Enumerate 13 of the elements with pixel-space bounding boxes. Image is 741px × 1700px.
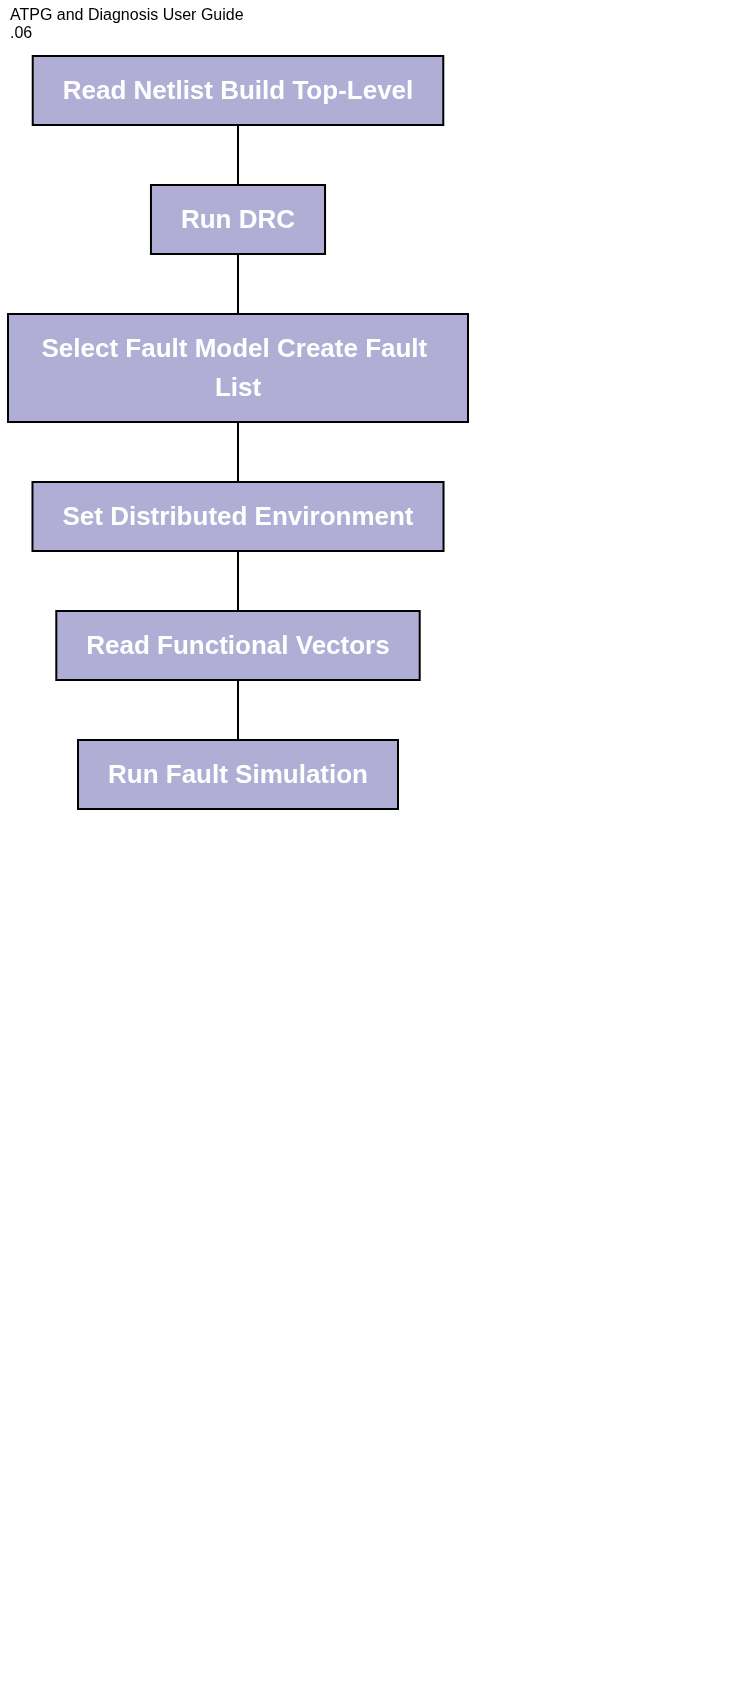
connector: [237, 550, 239, 612]
node-box: Run Fault Simulation: [77, 739, 399, 810]
header-note: ATPG and Diagnosis User Guide: [10, 6, 245, 24]
connector: [237, 421, 239, 483]
node-box: Read Netlist Build Top-Level: [31, 55, 445, 126]
header-note: .06: [10, 24, 34, 42]
connector: [237, 124, 239, 186]
connector: [237, 679, 239, 741]
node-box: Run DRC: [149, 184, 327, 255]
connector: [237, 253, 239, 315]
node-box: Set Distributed Environment: [31, 481, 445, 552]
node-box: Read Functional Vectors: [55, 610, 421, 681]
node-box: Select Fault Model Create Fault List: [7, 313, 469, 423]
